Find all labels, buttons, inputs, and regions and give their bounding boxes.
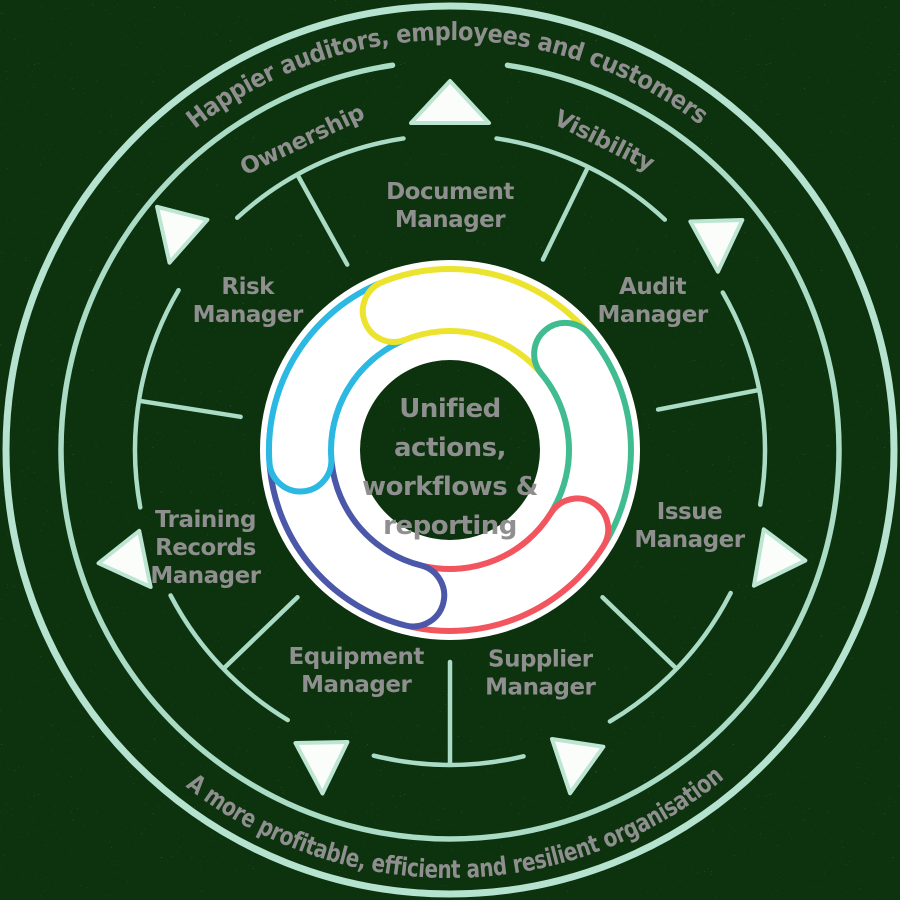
flow-arrow-icon (293, 739, 350, 796)
sector-ring-segment (494, 136, 668, 222)
sector-ring-segment (234, 136, 406, 221)
sector-spoke (600, 595, 678, 670)
apex-arrow-icon (409, 79, 491, 125)
sector-ring-segment (607, 590, 733, 724)
sector-spoke (296, 173, 350, 267)
sector-ring-segment (371, 753, 526, 768)
flow-arrow-icon (751, 527, 808, 588)
sector-ring-segment (132, 287, 181, 510)
middle-ring (58, 62, 842, 842)
hub-cyan-arc-head (266, 336, 359, 495)
sector-spoke (655, 388, 760, 412)
sector-spoke (138, 398, 243, 420)
flow-arrow-icon (688, 217, 745, 274)
sector-ring-segment (168, 593, 291, 723)
sector-spoke (222, 595, 300, 670)
flow-arrow-icon (96, 528, 153, 589)
flow-arrow-icon (549, 736, 606, 796)
sector-ring-segment (720, 290, 768, 507)
sector-spoke (540, 166, 590, 262)
flow-arrow-icon (155, 204, 210, 265)
